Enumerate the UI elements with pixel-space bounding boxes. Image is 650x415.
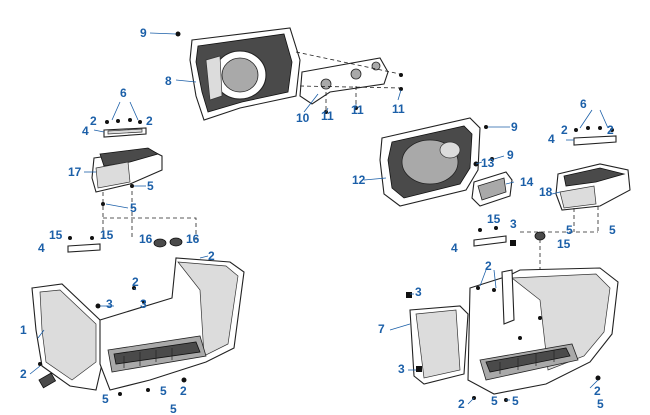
strip-part-4-right-mid: [473, 235, 507, 247]
bracket-part-10: [299, 57, 389, 105]
callout-2-left-e: 2: [20, 367, 27, 381]
callout-15-right-b: 15: [557, 237, 571, 251]
footwell-part-1: [31, 257, 245, 391]
callout-7: 7: [378, 322, 385, 336]
callout-2-left-a: 2: [90, 114, 97, 128]
callout-5-right-b: 5: [609, 223, 616, 237]
callout-8: 8: [165, 74, 172, 88]
callout-5-left-a: 5: [147, 179, 154, 193]
callout-3-right-b: 3: [415, 285, 422, 299]
callout-15-left-a: 15: [49, 228, 63, 242]
callout-5-left-b: 5: [130, 201, 137, 215]
callout-2-right-d: 2: [594, 384, 601, 398]
callout-17: 17: [68, 165, 82, 179]
callout-18: 18: [539, 185, 553, 199]
callout-5-right-d: 5: [512, 394, 519, 408]
guard-part-7: [409, 305, 469, 385]
callout-4-right-top: 4: [548, 132, 555, 146]
callout-2-left-f: 2: [180, 384, 187, 398]
bracket-part-18: [555, 163, 631, 211]
callout-16-left-b: 16: [186, 232, 200, 246]
callout-5-right-e: 5: [597, 397, 604, 411]
callout-5-right-a: 5: [566, 223, 573, 237]
callout-3-left-a: 3: [106, 297, 113, 311]
callout-11-c: 11: [392, 102, 405, 116]
callout-6-left: 6: [120, 86, 127, 100]
callout-15-right-a: 15: [487, 212, 501, 226]
bracket-part-8: [189, 27, 301, 121]
strip-part-4-left-mid: [67, 243, 101, 253]
callout-9-panel: 9: [507, 148, 514, 162]
callout-9-top: 9: [140, 26, 147, 40]
callout-3-right-a: 3: [510, 217, 517, 231]
callout-10: 10: [296, 111, 310, 125]
callout-14: 14: [520, 175, 534, 189]
callout-5-left-c: 5: [160, 384, 167, 398]
callout-9-right: 9: [511, 120, 518, 134]
callout-2-left-b: 2: [146, 114, 153, 128]
panel-part-14: [471, 171, 513, 207]
callout-1: 1: [20, 323, 27, 337]
callout-15-left-b: 15: [100, 228, 114, 242]
callout-2-left-d: 2: [132, 275, 139, 289]
callout-6-right: 6: [580, 97, 587, 111]
callout-2-right-a: 2: [561, 123, 568, 137]
callout-16-left-a: 16: [139, 232, 153, 246]
callout-12: 12: [352, 173, 366, 187]
bracket-part-17: [91, 147, 163, 193]
footwell-part-right: [467, 267, 619, 395]
callout-2-left-c: 2: [208, 249, 215, 263]
cover-part-12: [379, 117, 481, 207]
callout-5-right-c: 5: [491, 394, 498, 408]
callout-2-right-b: 2: [607, 123, 614, 137]
callout-5-left-d: 5: [102, 392, 109, 406]
callout-3-right-c: 3: [398, 362, 405, 376]
callout-4-left-mid: 4: [38, 241, 45, 255]
callout-13: 13: [481, 156, 495, 170]
strip-part-4-left-top: [103, 127, 147, 138]
strip-part-4-right-top: [573, 135, 617, 146]
callout-11-b: 11: [351, 103, 364, 117]
callout-4-left-top: 4: [82, 124, 89, 138]
callout-11-a: 11: [321, 109, 334, 123]
callout-2-right-e: 2: [458, 397, 465, 411]
callout-4-right-mid: 4: [451, 241, 458, 255]
ring-part-16-left: [153, 237, 183, 248]
leader-lines: [29, 32, 609, 405]
callout-3-left-b: 3: [140, 297, 147, 311]
callout-2-right-c: 2: [485, 259, 492, 273]
callout-5-left-e: 5: [170, 402, 177, 415]
